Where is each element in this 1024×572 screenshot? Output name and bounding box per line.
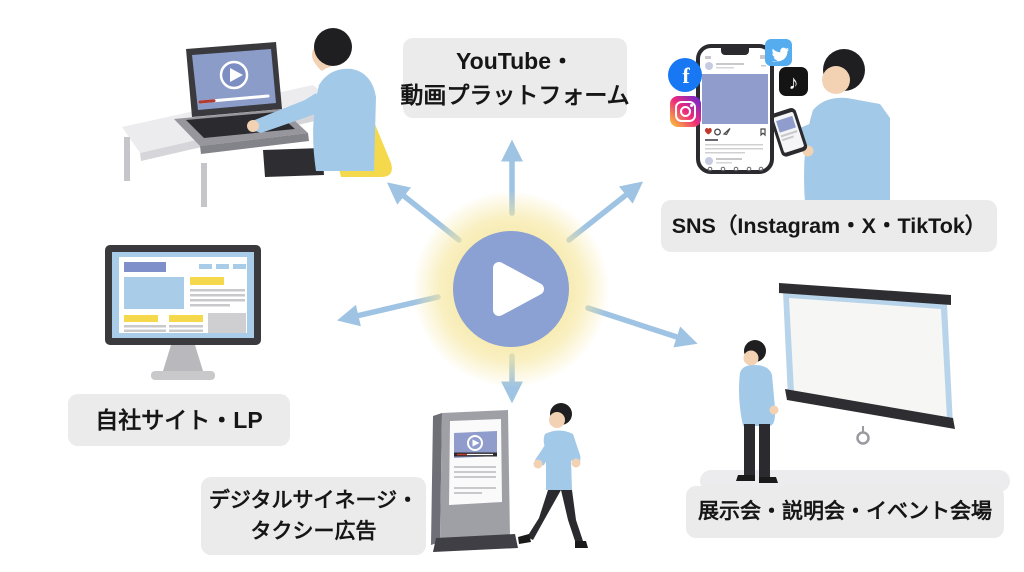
instagram-icon xyxy=(670,96,701,127)
person-at-laptop xyxy=(247,28,376,177)
person-with-phone xyxy=(790,49,890,203)
twitter-icon xyxy=(765,39,792,66)
share-icon xyxy=(722,128,731,136)
play-icon xyxy=(467,435,483,451)
heart-icon xyxy=(705,127,712,135)
pull-ring xyxy=(856,431,870,445)
label-digital-signage: デジタルサイネージ・ タクシー広告 xyxy=(201,477,426,555)
illustration-digital-signage xyxy=(431,403,588,552)
tiktok-icon: ♪ xyxy=(779,67,808,96)
svg-text:f: f xyxy=(682,63,690,88)
person-viewer xyxy=(736,340,779,483)
comment-icon xyxy=(714,128,721,136)
video-hub xyxy=(453,231,569,347)
desktop-monitor xyxy=(105,245,261,345)
label-sns-text: SNS（Instagram・X・TikTok） xyxy=(671,213,987,238)
illustration-website-monitor xyxy=(105,245,261,380)
monitor-stand xyxy=(151,345,215,380)
play-icon xyxy=(493,262,544,316)
label-youtube-platforms: YouTube・ 動画プラットフォーム xyxy=(400,38,630,118)
label-event-text: 展示会・説明会・イベント会場 xyxy=(698,500,992,524)
facebook-icon: f xyxy=(668,58,702,92)
label-own-site: 自社サイト・LP xyxy=(68,394,290,446)
label-youtube-line2: 動画プラットフォーム xyxy=(400,82,630,108)
digital-signage-kiosk xyxy=(431,410,518,552)
social-feed-phone xyxy=(696,44,774,174)
label-event-venue: 展示会・説明会・イベント会場 xyxy=(686,486,1004,538)
person-walking xyxy=(518,403,588,548)
label-site-text: 自社サイト・LP xyxy=(95,406,263,433)
label-youtube-line1: YouTube・ xyxy=(456,47,574,74)
handheld-phone xyxy=(770,108,808,157)
laptop xyxy=(174,42,309,154)
svg-text:♪: ♪ xyxy=(789,72,799,94)
projector-screen xyxy=(779,283,955,445)
label-signage-line1: デジタルサイネージ・ xyxy=(208,488,419,512)
label-sns: SNS（Instagram・X・TikTok） xyxy=(661,200,997,252)
label-signage-line2: タクシー広告 xyxy=(250,520,377,543)
bookmark-icon xyxy=(760,128,766,137)
illustration-laptop-viewer xyxy=(122,28,392,207)
illustration-sns-phone: f ♪ xyxy=(668,39,890,203)
